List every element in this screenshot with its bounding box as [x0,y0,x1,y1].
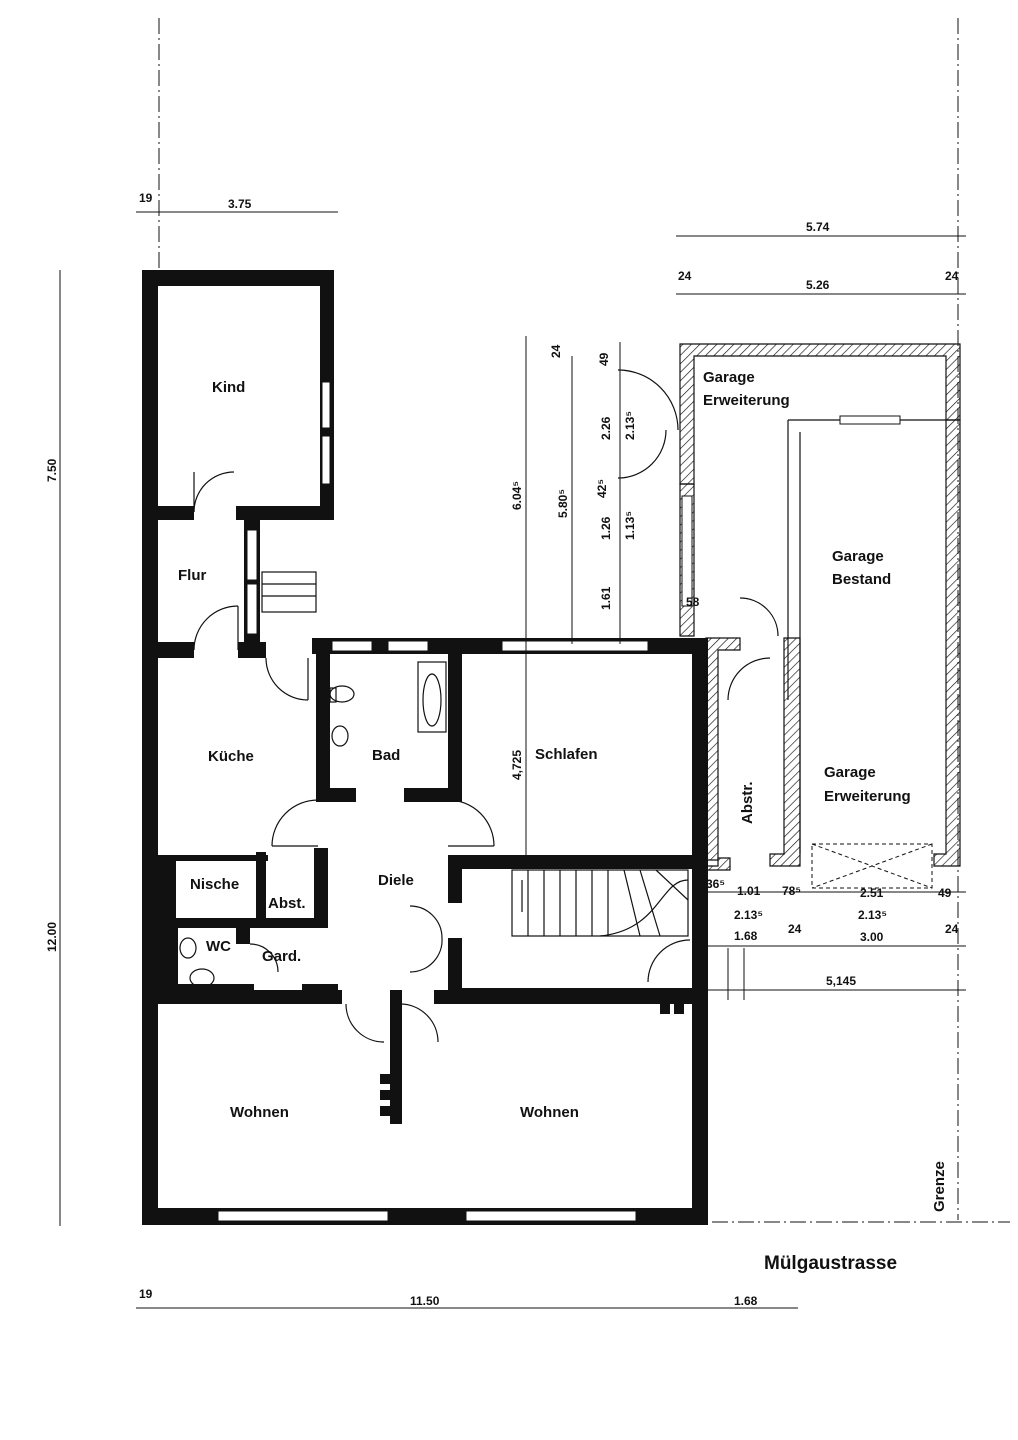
dim-g-574: 5.74 [806,220,830,234]
room-abstr: Abstr. [739,781,756,824]
dim-v-24: 24 [549,344,563,358]
dim-58: 58 [686,595,700,609]
grenze-label: Grenze [931,1161,948,1212]
dim-101: 1.01 [737,884,761,898]
dim-v-2135: 2.13⁵ [623,411,637,440]
dim-v-1200: 12.00 [45,922,59,952]
room-wohnen-left: Wohnen [230,1104,289,1121]
dim-top-19: 19 [139,191,153,205]
room-labels: Kind Flur Küche Bad Schlafen Nische Abst… [178,369,911,1121]
garage-walls [679,343,961,871]
dim-5145: 5,145 [826,974,856,988]
dim-24b: 24 [945,922,959,936]
dim-168: 1.68 [734,929,758,943]
dim-bot-1150: 11.50 [410,1294,440,1308]
door-swings [193,369,779,1043]
dim-v-425: 42⁵ [595,479,609,498]
room-schlafen: Schlafen [535,746,598,763]
room-nische: Nische [190,876,239,893]
dim-785: 78⁵ [782,884,801,898]
room-abst: Abst. [268,895,306,912]
garage-erweiterung-bottom-line1: Garage [824,764,876,781]
dim-300: 3.00 [860,930,884,944]
dim-v-6045: 6.04⁵ [510,481,524,510]
garage-erweiterung-top-line1: Garage [703,369,755,386]
dim-v-4725: 4,725 [510,750,524,780]
dim-g-24-left: 24 [678,269,692,283]
dim-251: 2.51 [860,886,884,900]
dim-bot-19: 19 [139,1287,153,1301]
garage-bestand-line2: Bestand [832,571,891,588]
room-kind: Kind [212,379,245,396]
dim-g-526: 5.26 [806,278,830,292]
dimension-lines [59,211,966,1309]
dim-36: 36⁵ [706,877,725,891]
room-bad: Bad [372,747,400,764]
staircase [261,571,689,937]
dim-v-750: 7.50 [45,458,59,482]
dim-g-24-right: 24 [945,269,959,283]
dim-v-5805: 5.80⁵ [556,489,570,518]
room-flur: Flur [178,567,206,584]
dim-bot-168: 1.68 [734,1294,758,1308]
vent-blocks [164,866,684,1116]
room-diele: Diele [378,872,414,889]
dim-v-161: 1.61 [599,586,613,610]
room-wohnen-right: Wohnen [520,1104,579,1121]
room-wc: WC [206,938,231,955]
street-name: Mülgaustrasse [764,1253,897,1274]
dim-2135a: 2.13⁵ [734,908,763,922]
garage-bestand-line1: Garage [832,548,884,565]
bathroom-fixtures [179,661,447,988]
existing-garage-outline [681,415,946,854]
dim-top-375: 3.75 [228,197,252,211]
dim-49: 49 [938,886,952,900]
windows [217,381,649,1222]
dim-v-226: 2.26 [599,416,613,440]
garage-door [811,843,933,889]
dim-v-49: 49 [597,352,611,366]
room-kueche: Küche [208,748,254,765]
dim-2135b: 2.13⁵ [858,908,887,922]
garage-erweiterung-top-line2: Erweiterung [703,392,790,409]
boundary-lines [158,18,1010,1223]
garage-erweiterung-bottom-line2: Erweiterung [824,788,911,805]
room-gard: Gard. [262,948,301,965]
dim-24a: 24 [788,922,802,936]
dim-v-126: 1.26 [599,516,613,540]
dim-v-1135: 1.13⁵ [623,511,637,540]
dimension-labels: 19 3.75 5.74 24 5.26 24 7.50 12.00 6.04⁵… [45,191,959,1308]
